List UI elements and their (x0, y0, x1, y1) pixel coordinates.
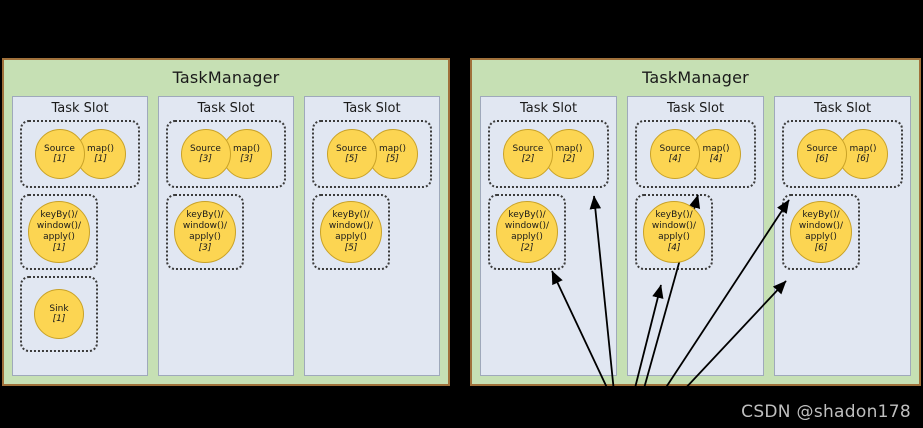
operator-label: Sink (49, 303, 69, 314)
task-slot-title: Task Slot (519, 101, 578, 116)
operator-group-single[interactable]: keyBy()/window()/apply()[4] (635, 194, 713, 270)
operator-label: Source (44, 143, 75, 154)
operator-cluster: Source[6]map()[6] (797, 129, 888, 179)
operator-subtask-index: [1] (53, 154, 66, 164)
operator-circle[interactable]: keyBy()/window()/apply()[5] (320, 201, 382, 263)
operator-label: Source (659, 143, 691, 154)
taskmanager-title: TaskManager (642, 68, 749, 87)
operator-subtask-index: [5] (344, 243, 358, 253)
operator-cluster: keyBy()/window()/apply()[6] (790, 201, 852, 263)
operator-label: map() (702, 143, 730, 154)
operator-group-single[interactable]: keyBy()/window()/apply()[1] (20, 194, 98, 270)
operator-group-pair[interactable]: Source[1]map()[1] (20, 120, 140, 188)
operator-group-single[interactable]: keyBy()/window()/apply()[5] (312, 194, 390, 270)
operator-label: keyBy()/window()/apply() (36, 210, 82, 242)
operator-circle[interactable]: Source[3] (180, 129, 231, 179)
operator-label: map() (86, 143, 115, 154)
operator-label: map() (232, 143, 261, 154)
operator-circle[interactable]: Source[1] (34, 129, 85, 179)
operator-cluster: keyBy()/window()/apply()[5] (320, 201, 382, 263)
operator-subtask-index: [5] (386, 154, 399, 164)
operator-label: Source (512, 143, 544, 154)
operator-subtask-index: [3] (240, 154, 253, 164)
operator-circle[interactable]: keyBy()/window()/apply()[2] (496, 201, 558, 263)
taskmanager-title: TaskManager (172, 68, 280, 87)
operator-cluster: keyBy()/window()/apply()[3] (174, 201, 236, 263)
task-slot-title: Task Slot (666, 101, 725, 116)
operator-circle[interactable]: Source[2] (503, 129, 553, 179)
task-slot-title: Task Slot (813, 101, 872, 116)
operator-subtask-index: [2] (520, 243, 534, 253)
operator-group-pair[interactable]: Source[5]map()[5] (312, 120, 432, 188)
watermark-text: CSDN @shadon178 (741, 402, 911, 422)
operator-group-pair[interactable]: Source[4]map()[4] (635, 120, 756, 188)
operator-subtask-index: [3] (199, 154, 212, 164)
operator-group-sink[interactable]: Sink[1] (20, 276, 98, 352)
operator-label: map() (849, 143, 877, 154)
task-slot-title: Task Slot (197, 101, 255, 116)
operator-circle[interactable]: Source[4] (650, 129, 700, 179)
operator-subtask-index: [2] (521, 154, 535, 164)
operator-cluster: keyBy()/window()/apply()[4] (643, 201, 705, 263)
operator-cluster: Sink[1] (34, 289, 84, 339)
operator-cluster: Source[3]map()[3] (180, 129, 272, 179)
operator-subtask-index: [5] (345, 154, 358, 164)
operator-label: keyBy()/window()/apply() (651, 210, 697, 242)
operator-label: keyBy()/window()/apply() (504, 210, 550, 242)
operator-label: map() (555, 143, 583, 154)
operator-subtask-index: [1] (94, 154, 107, 164)
operator-subtask-index: [6] (815, 154, 829, 164)
operator-circle[interactable]: Sink[1] (34, 289, 84, 339)
operator-label: Source (190, 143, 221, 154)
operator-label: keyBy()/window()/apply() (328, 210, 374, 242)
operator-label: map() (378, 143, 407, 154)
operator-subtask-index: [4] (709, 154, 723, 164)
operator-subtask-index: [4] (667, 243, 681, 253)
operator-circle[interactable]: keyBy()/window()/apply()[1] (28, 201, 90, 263)
operator-subtask-index: [6] (814, 243, 828, 253)
operator-subtask-index: [1] (52, 314, 66, 324)
operator-group-pair[interactable]: Source[3]map()[3] (166, 120, 286, 188)
operator-cluster: Source[2]map()[2] (503, 129, 594, 179)
operator-circle[interactable]: Source[6] (797, 129, 847, 179)
operator-subtask-index: [2] (562, 154, 576, 164)
operator-circle[interactable]: keyBy()/window()/apply()[4] (643, 201, 705, 263)
operator-group-single[interactable]: keyBy()/window()/apply()[6] (782, 194, 860, 270)
operator-label: Source (336, 143, 367, 154)
operator-cluster: Source[4]map()[4] (650, 129, 741, 179)
operator-label: Source (806, 143, 838, 154)
operator-subtask-index: [4] (668, 154, 682, 164)
task-slot-title: Task Slot (343, 101, 401, 116)
operator-group-pair[interactable]: Source[6]map()[6] (782, 120, 903, 188)
operator-circle[interactable]: Source[5] (326, 129, 377, 179)
task-slot-title: Task Slot (51, 101, 109, 116)
operator-group-pair[interactable]: Source[2]map()[2] (488, 120, 609, 188)
operator-label: keyBy()/window()/apply() (798, 210, 844, 242)
operator-label: keyBy()/window()/apply() (182, 210, 228, 242)
operator-cluster: Source[5]map()[5] (326, 129, 418, 179)
operator-subtask-index: [1] (52, 243, 66, 253)
operator-cluster: Source[1]map()[1] (34, 129, 126, 179)
operator-group-single[interactable]: keyBy()/window()/apply()[3] (166, 194, 244, 270)
operator-group-single[interactable]: keyBy()/window()/apply()[2] (488, 194, 566, 270)
operator-circle[interactable]: keyBy()/window()/apply()[3] (174, 201, 236, 263)
operator-cluster: keyBy()/window()/apply()[1] (28, 201, 90, 263)
operator-subtask-index: [6] (856, 154, 870, 164)
operator-subtask-index: [3] (198, 243, 212, 253)
operator-cluster: keyBy()/window()/apply()[2] (496, 201, 558, 263)
operator-circle[interactable]: keyBy()/window()/apply()[6] (790, 201, 852, 263)
